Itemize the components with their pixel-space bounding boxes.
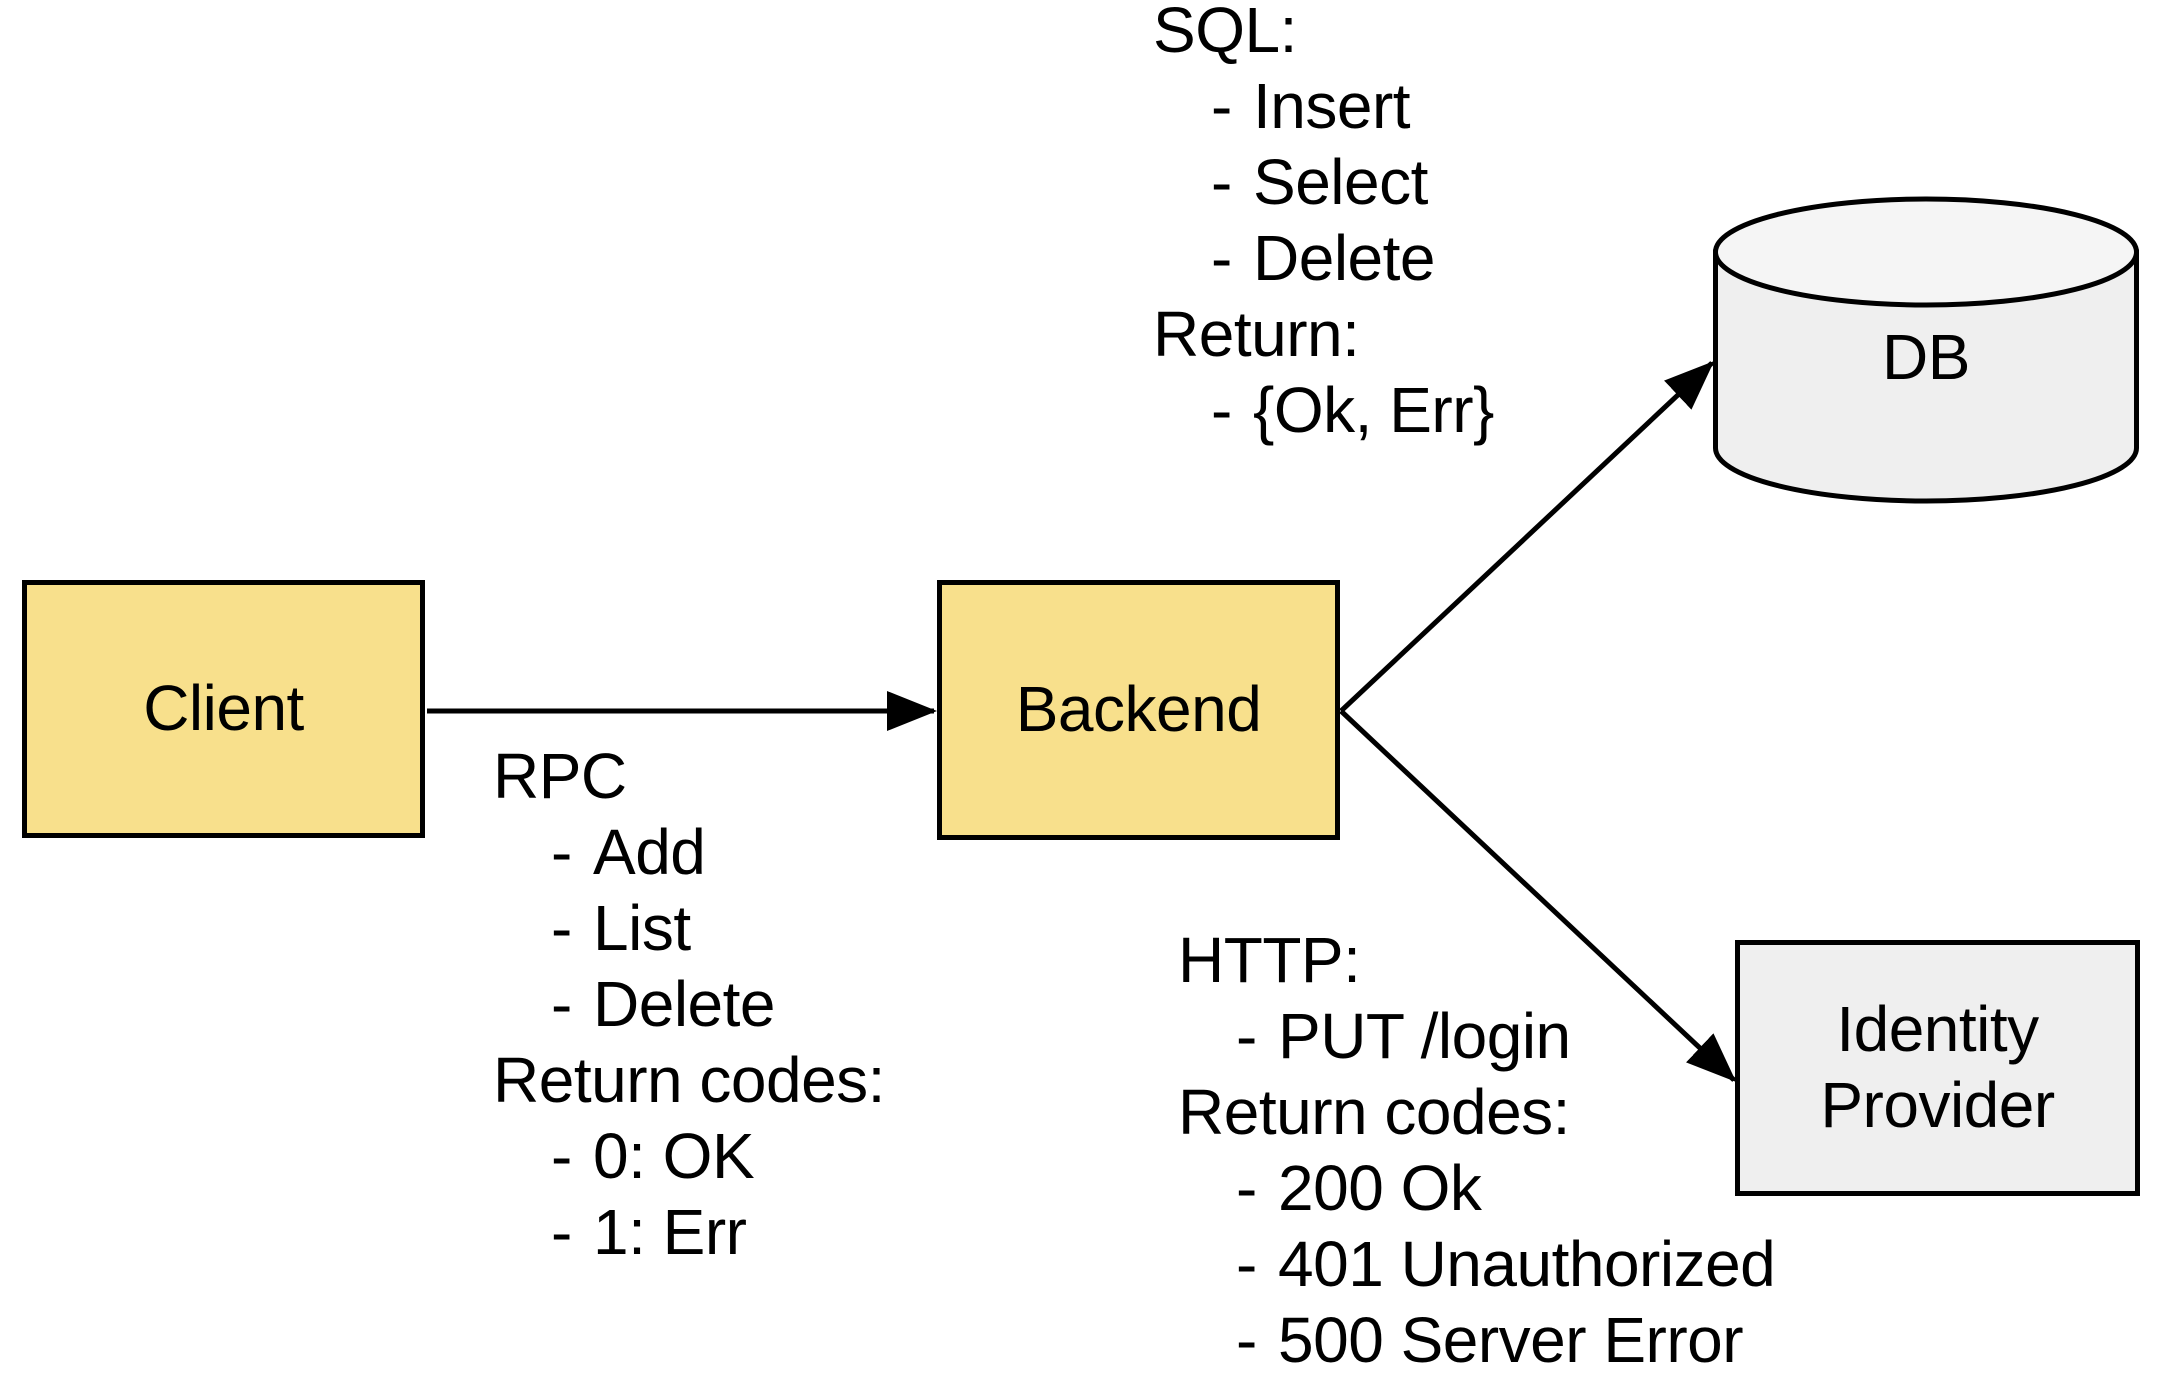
node-idp-label-line1: Identity (1836, 993, 2039, 1066)
bullet-dash: - (1211, 374, 1232, 446)
bullet-dash: - (551, 816, 572, 888)
annotation-rpc-return-item: -0: OK (493, 1118, 885, 1194)
annotation-sql: SQL: -Insert -Select -Delete Return: -{O… (1153, 0, 1494, 448)
annotation-rpc-return-item-text: 1: Err (593, 1196, 747, 1268)
annotation-http-return-item: -500 Server Error (1178, 1302, 1775, 1378)
bullet-dash: - (551, 968, 572, 1040)
annotation-http-return-item-text: 200 Ok (1278, 1152, 1482, 1224)
annotation-http-item: -PUT /login (1178, 998, 1775, 1074)
annotation-sql-return-title: Return: (1153, 298, 1360, 370)
bullet-dash: - (551, 1196, 572, 1268)
annotation-sql-item: -Delete (1153, 220, 1494, 296)
node-db-label: DB (1882, 321, 1970, 394)
bullet-dash: - (551, 1120, 572, 1192)
node-db[interactable]: DB (1712, 195, 2140, 505)
annotation-rpc-return-item: -1: Err (493, 1194, 885, 1270)
node-backend[interactable]: Backend (937, 580, 1340, 840)
node-client-label: Client (143, 672, 304, 745)
annotation-http-return-title: Return codes: (1178, 1076, 1570, 1148)
annotation-http-return-item-text: 401 Unauthorized (1278, 1228, 1776, 1300)
annotation-sql-item: -Select (1153, 144, 1494, 220)
annotation-rpc-item-text: Delete (593, 968, 776, 1040)
bullet-dash: - (1236, 1152, 1257, 1224)
annotation-sql-item-text: Insert (1253, 70, 1411, 142)
node-identity-provider-label: Identity Provider (1820, 992, 2055, 1143)
bullet-dash: - (1211, 146, 1232, 218)
bullet-dash: - (1211, 222, 1232, 294)
annotation-sql-return-item: -{Ok, Err} (1153, 372, 1494, 448)
annotation-rpc-item: -Add (493, 814, 885, 890)
annotation-http: HTTP: -PUT /login Return codes: -200 Ok … (1178, 922, 1776, 1378)
annotation-http-item-text: PUT /login (1278, 1000, 1571, 1072)
bullet-dash: - (1236, 1000, 1257, 1072)
annotation-http-return-item: -401 Unauthorized (1178, 1226, 1776, 1302)
node-identity-provider[interactable]: Identity Provider (1735, 940, 2140, 1196)
annotation-sql-item-text: Select (1253, 146, 1428, 218)
annotation-sql-return-item-text: {Ok, Err} (1253, 374, 1494, 446)
annotation-http-return-item: -200 Ok (1178, 1150, 1775, 1226)
cylinder-icon (1713, 196, 2139, 504)
annotation-rpc: RPC -Add -List -Delete Return codes: -0:… (493, 738, 885, 1270)
bullet-dash: - (1236, 1304, 1257, 1376)
annotation-sql-item-text: Delete (1253, 222, 1436, 294)
annotation-http-return-item-text: 500 Server Error (1278, 1304, 1744, 1376)
annotation-http-title: HTTP: (1178, 924, 1361, 996)
annotation-rpc-return-title: Return codes: (493, 1044, 885, 1116)
annotation-rpc-return-item-text: 0: OK (593, 1120, 755, 1192)
bullet-dash: - (1236, 1228, 1257, 1300)
bullet-dash: - (551, 892, 572, 964)
node-backend-label: Backend (1015, 673, 1262, 746)
node-idp-label-line2: Provider (1820, 1069, 2055, 1141)
annotation-sql-title: SQL: (1153, 0, 1297, 66)
annotation-rpc-title: RPC (493, 740, 627, 812)
bullet-dash: - (1211, 70, 1232, 142)
node-client[interactable]: Client (22, 580, 425, 838)
annotation-rpc-item: -Delete (493, 966, 885, 1042)
annotation-rpc-item-text: List (593, 892, 691, 964)
annotation-rpc-item-text: Add (593, 816, 706, 888)
annotation-sql-item: -Insert (1153, 68, 1494, 144)
annotation-rpc-item: -List (493, 890, 885, 966)
